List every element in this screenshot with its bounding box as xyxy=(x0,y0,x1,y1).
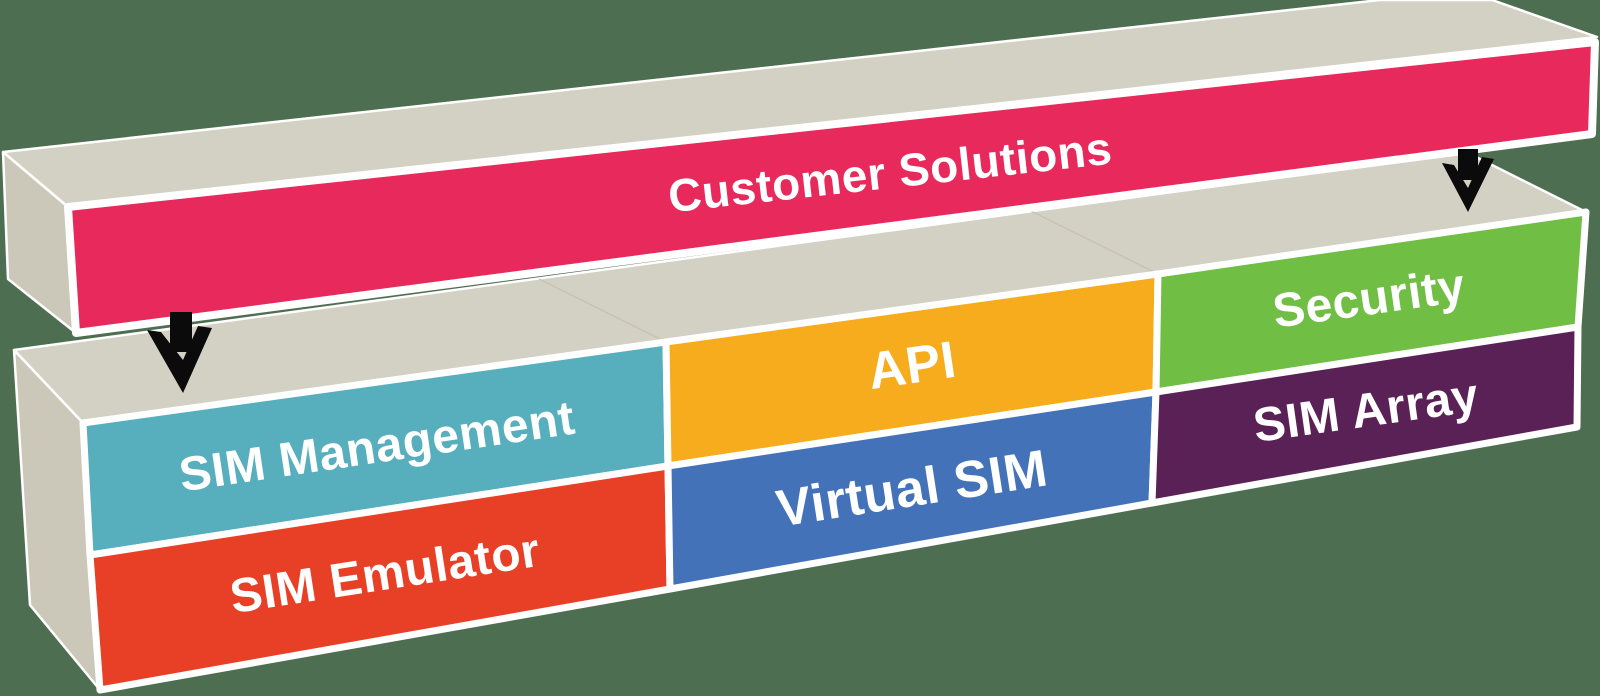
top-face-seam-right xyxy=(1030,210,1159,275)
down-arrow-right-stem xyxy=(1458,149,1478,180)
down-arrow-icon xyxy=(147,312,212,393)
down-arrow-right-head xyxy=(1442,157,1494,212)
customer-solutions-slab: Customer Solutions xyxy=(1,0,1599,337)
top-face-seam-left xyxy=(538,278,667,343)
customer-solutions-face xyxy=(64,38,1599,337)
down-arrow-left-head xyxy=(147,326,212,393)
platform-slab: SIM Management API Security SIM Emulator… xyxy=(12,150,1590,694)
down-arrow-left-stem xyxy=(170,312,192,352)
cell-label-api: API xyxy=(864,331,960,401)
down-arrow-icon xyxy=(1442,149,1494,212)
cell-sim-array xyxy=(1148,323,1582,507)
